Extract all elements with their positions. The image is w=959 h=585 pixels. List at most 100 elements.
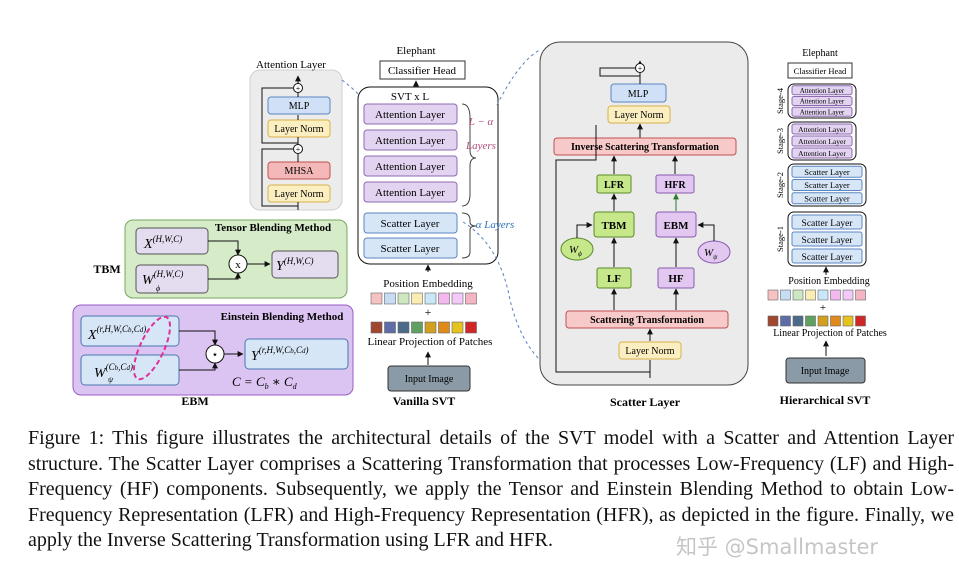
linear-projection-patch <box>855 315 866 327</box>
svg-text:W(Cb,Cd): W(Cb,Cd) <box>94 362 133 381</box>
ebm-side-label: EBM <box>181 394 208 408</box>
vanilla-stack-label: SVT x L <box>391 91 430 103</box>
position-embedding-patch <box>465 292 477 305</box>
linear-projection-patch <box>780 315 791 327</box>
svg-text:Input Image: Input Image <box>405 374 454 385</box>
svg-text:Position Embedding: Position Embedding <box>383 278 473 290</box>
ebm-y-box <box>244 338 349 370</box>
vanilla-attention-layer <box>363 155 458 177</box>
svg-text:HF: HF <box>668 273 684 285</box>
hier-stage-label: Stage-3 <box>775 128 785 154</box>
svg-text:Inverse Scattering Transformat: Inverse Scattering Transformation <box>571 142 719 153</box>
mhsa-label: MHSA <box>285 166 315 177</box>
linear-projection-patch <box>830 315 841 327</box>
layernorm-top-label: Layer Norm <box>274 124 323 135</box>
svg-text:ϕ: ϕ <box>156 284 160 293</box>
vanilla-scatter-layer <box>363 212 458 234</box>
scatter-detail: + MLP Layer Norm Inverse Scattering Tran… <box>539 41 749 409</box>
watermark: 知乎 @Smallmaster <box>676 535 879 559</box>
position-embedding-patch <box>424 292 437 305</box>
hier-attention-layer <box>791 85 853 96</box>
position-embedding-patch <box>817 289 829 301</box>
hier-stage-label: Stage-4 <box>775 87 785 114</box>
position-embedding-patch <box>411 292 423 305</box>
svg-text:Wψ: Wψ <box>704 247 718 261</box>
hier-layer-label: Scatter Layer <box>804 180 850 190</box>
ebm-title: Einstein Blending Method <box>221 311 344 323</box>
vanilla-attention-layer-label: Attention Layer <box>375 109 445 121</box>
hier-layer-label: Attention Layer <box>798 125 846 134</box>
position-embedding-patch <box>805 289 816 301</box>
hier-layer-label: Scatter Layer <box>804 193 850 203</box>
tbm-title: Tensor Blending Method <box>215 222 331 234</box>
hier-layer-label: Scatter Layer <box>802 236 854 246</box>
position-embedding-patch <box>438 292 450 305</box>
vanilla-attention-layer <box>363 129 458 151</box>
layernorm-bottom-box <box>267 184 331 203</box>
vanilla-attention-layer-label: Attention Layer <box>375 135 445 147</box>
hier-scatter-layer <box>791 179 863 191</box>
hier-attention-layer <box>791 123 853 135</box>
svg-text:L − α: L − α <box>468 116 494 128</box>
svg-text:Y(H,W,C): Y(H,W,C) <box>276 256 313 274</box>
hier-scatter-layer <box>791 192 863 205</box>
mlp-box <box>267 96 331 115</box>
svg-text:Linear Projection of Patches: Linear Projection of Patches <box>773 328 887 339</box>
tbm-y-box <box>271 250 339 279</box>
svg-text:Classifier Head: Classifier Head <box>388 65 457 77</box>
svg-text:X(H,W,C): X(H,W,C) <box>143 234 182 252</box>
svg-text:LF: LF <box>607 273 621 285</box>
svg-text:Y(r,H,W,Cb,Cd): Y(r,H,W,Cb,Cd) <box>251 345 309 364</box>
hier-layer-label: Attention Layer <box>798 149 846 158</box>
hf-box <box>657 267 695 289</box>
hier-classifier-head <box>787 62 853 79</box>
hfr-box <box>655 174 695 194</box>
svg-text:Position Embedding: Position Embedding <box>788 276 869 287</box>
linear-projection-patch <box>792 315 804 327</box>
ebm-box <box>655 211 697 238</box>
position-embedding-patch <box>792 289 804 301</box>
linear-projection-patch <box>805 315 816 327</box>
hier-layer-label: Attention Layer <box>800 98 845 106</box>
inverse-scattering-box <box>553 137 737 156</box>
svg-text:Layer Norm: Layer Norm <box>614 110 663 121</box>
layernorm-bottom-label: Layer Norm <box>274 189 323 200</box>
attention-detail-title: Attention Layer <box>256 59 326 71</box>
position-embedding-patch <box>855 289 866 301</box>
svg-text:+: + <box>296 145 301 154</box>
attention-detail: Attention Layer + MLP Layer Norm + MHSA … <box>249 59 361 211</box>
linear-projection-patch <box>842 315 854 327</box>
position-embedding-patch <box>397 292 410 305</box>
tbm-box <box>593 211 635 238</box>
tbm-side-label: TBM <box>93 262 120 276</box>
position-embedding-patch <box>767 289 779 301</box>
hier-attention-layer <box>791 147 853 159</box>
svg-text:TBM: TBM <box>601 220 627 232</box>
mlp-label: MLP <box>289 101 310 112</box>
svg-text:EBM: EBM <box>663 220 689 232</box>
position-embedding-patch <box>842 289 854 301</box>
position-embedding-patch <box>451 292 464 305</box>
svg-text:W(H,W,C): W(H,W,C) <box>142 269 183 288</box>
hier-attention-layer <box>791 96 853 106</box>
linear-projection-patch <box>767 315 779 327</box>
svg-text:MLP: MLP <box>628 89 649 100</box>
scatter-mlp-box <box>610 83 667 103</box>
svg-text:Wϕ: Wϕ <box>569 244 582 258</box>
hier-attention-layer <box>791 135 853 147</box>
hier-stage-label: Stage-1 <box>775 226 785 252</box>
hier-layer-label: Scatter Layer <box>802 253 854 263</box>
svg-text:Elephant: Elephant <box>802 48 838 59</box>
vanilla-attention-layer <box>363 181 458 203</box>
svg-text:Input Image: Input Image <box>801 366 850 377</box>
hier-attention-layer <box>791 106 853 117</box>
hier-layer-label: Scatter Layer <box>802 219 854 229</box>
vanilla-attention-layer <box>363 103 458 125</box>
vanilla-caption: Vanilla SVT <box>393 394 456 408</box>
svg-text:Layers: Layers <box>465 140 496 152</box>
hierarchical-caption: Hierarchical SVT <box>780 393 871 407</box>
scatter-layernorm-bottom <box>618 341 682 360</box>
svg-text:⋆: ⋆ <box>212 349 219 361</box>
svg-text:Linear Projection of Patches: Linear Projection of Patches <box>368 336 493 348</box>
